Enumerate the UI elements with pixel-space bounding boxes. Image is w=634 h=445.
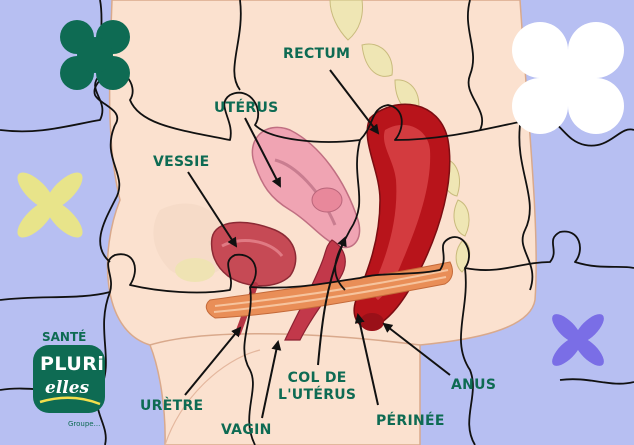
brand-group: Groupe...: [68, 420, 100, 428]
brand-elles: elles: [45, 378, 89, 398]
anal-canal: [360, 313, 384, 331]
ovary: [312, 188, 342, 212]
label-cervix-line1: COL DE: [278, 370, 356, 387]
label-cervix: COL DE L'UTÉRUS: [278, 370, 356, 404]
clover-purple-icon: [548, 310, 609, 371]
label-cervix-line2: L'UTÉRUS: [278, 387, 356, 404]
clover-yellow-icon: [12, 167, 88, 243]
label-vagina: VAGIN: [221, 422, 272, 438]
label-uterus: UTÉRUS: [214, 100, 279, 116]
label-anus: ANUS: [451, 377, 496, 393]
label-bladder: VESSIE: [153, 154, 210, 170]
clover-white-icon: [512, 22, 624, 134]
label-perineum: PÉRINÉE: [376, 413, 445, 429]
label-rectum: RECTUM: [283, 46, 350, 62]
brand-sante: SANTÉ: [42, 330, 86, 344]
pubic-bone: [175, 258, 215, 282]
label-urethra: URÈTRE: [140, 398, 203, 414]
brand-pluri: PLURi: [40, 353, 104, 375]
